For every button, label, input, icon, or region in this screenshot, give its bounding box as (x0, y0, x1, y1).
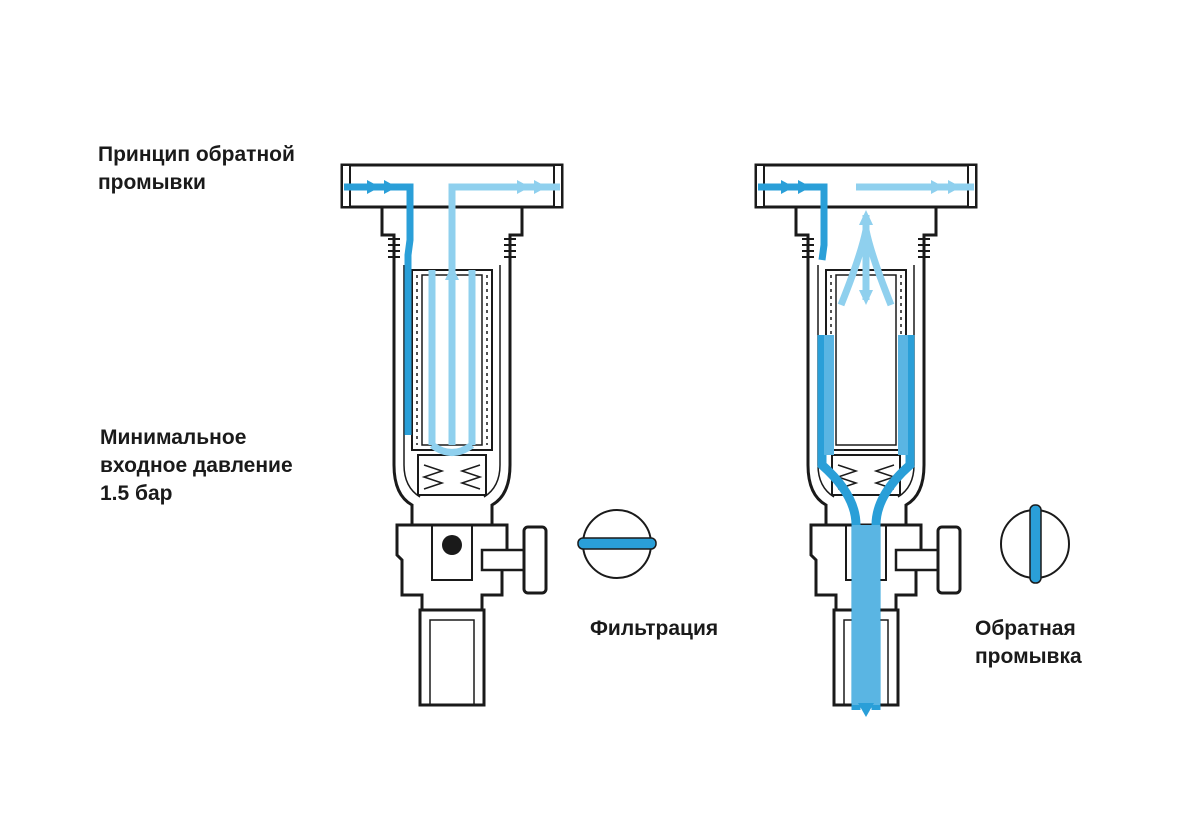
backwash-diagram (754, 163, 978, 717)
backwash-label: Обратная промывка (975, 615, 1082, 671)
title-label: Принцип обратной промывки (98, 141, 295, 197)
backwash-valve-indicator (1000, 504, 1070, 584)
filtration-text: Фильтрация (590, 617, 719, 640)
title-line-2: промывки (98, 171, 206, 194)
filtration-diagram (340, 163, 564, 707)
filtration-valve-indicator (577, 509, 657, 579)
pressure-line-3: 1.5 бар (100, 482, 173, 505)
pressure-label: Минимальное входное давление 1.5 бар (100, 424, 293, 508)
backwash-line-1: Обратная (975, 617, 1076, 640)
backwash-line-2: промывка (975, 645, 1082, 668)
pressure-line-1: Минимальное (100, 426, 247, 449)
filtration-label: Фильтрация (590, 615, 718, 643)
pressure-line-2: входное давление (100, 454, 293, 477)
title-line-1: Принцип обратной (98, 143, 295, 166)
